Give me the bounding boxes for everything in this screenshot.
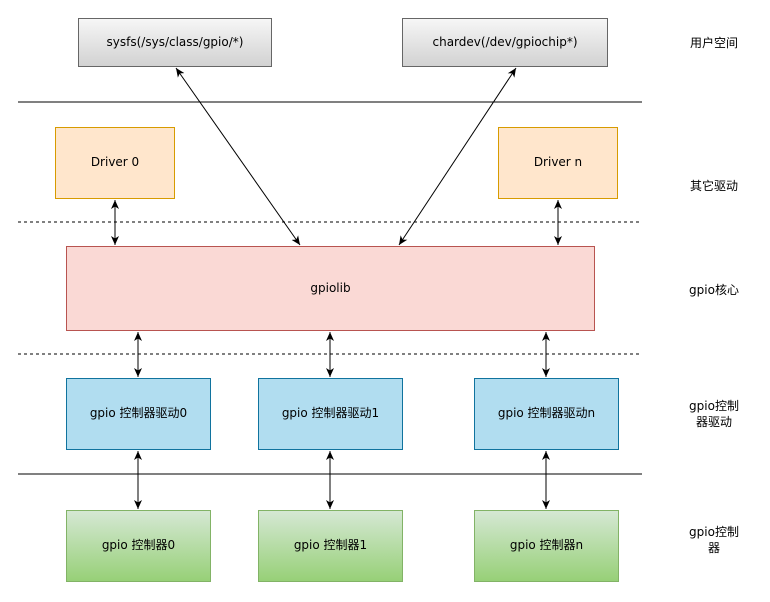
ctrl-1-node[interactable]: gpio 控制器1: [258, 510, 403, 582]
ctrl-driver-n-node[interactable]: gpio 控制器驱动n: [474, 378, 619, 450]
driver-0-node[interactable]: Driver 0: [55, 127, 175, 199]
layer-label-user-space: 用户空间: [689, 36, 738, 50]
ctrl-driver-1-node[interactable]: gpio 控制器驱动1: [258, 378, 403, 450]
ctrl-0-node[interactable]: gpio 控制器0: [66, 510, 211, 582]
sysfs-node[interactable]: sysfs(/sys/class/gpio/*): [78, 18, 272, 67]
arrow-sysfs-gpiolib: [175, 67, 301, 246]
ctrl-n-node[interactable]: gpio 控制器n: [474, 510, 619, 582]
chardev-node[interactable]: chardev(/dev/gpiochip*): [402, 18, 608, 67]
arrow-chardev-gpiolib: [398, 67, 517, 246]
ctrl-driver-0-node[interactable]: gpio 控制器驱动0: [66, 378, 211, 450]
layer-label-controller-line2: 器: [707, 541, 720, 555]
driver-n-node[interactable]: Driver n: [498, 127, 618, 199]
layer-label-gpio-core: gpio核心: [689, 283, 739, 297]
layer-label-other-drivers: 其它驱动: [689, 179, 738, 193]
layer-label-controller-driver-line1: gpio控制: [689, 399, 739, 413]
layer-label-controller-driver-line2: 器驱动: [695, 415, 732, 429]
layer-label-controller-driver: gpio控制 器驱动: [684, 398, 744, 430]
gpiolib-node[interactable]: gpiolib: [66, 246, 595, 331]
layer-label-controller: gpio控制 器: [684, 524, 744, 556]
layer-label-controller-line1: gpio控制: [689, 525, 739, 539]
